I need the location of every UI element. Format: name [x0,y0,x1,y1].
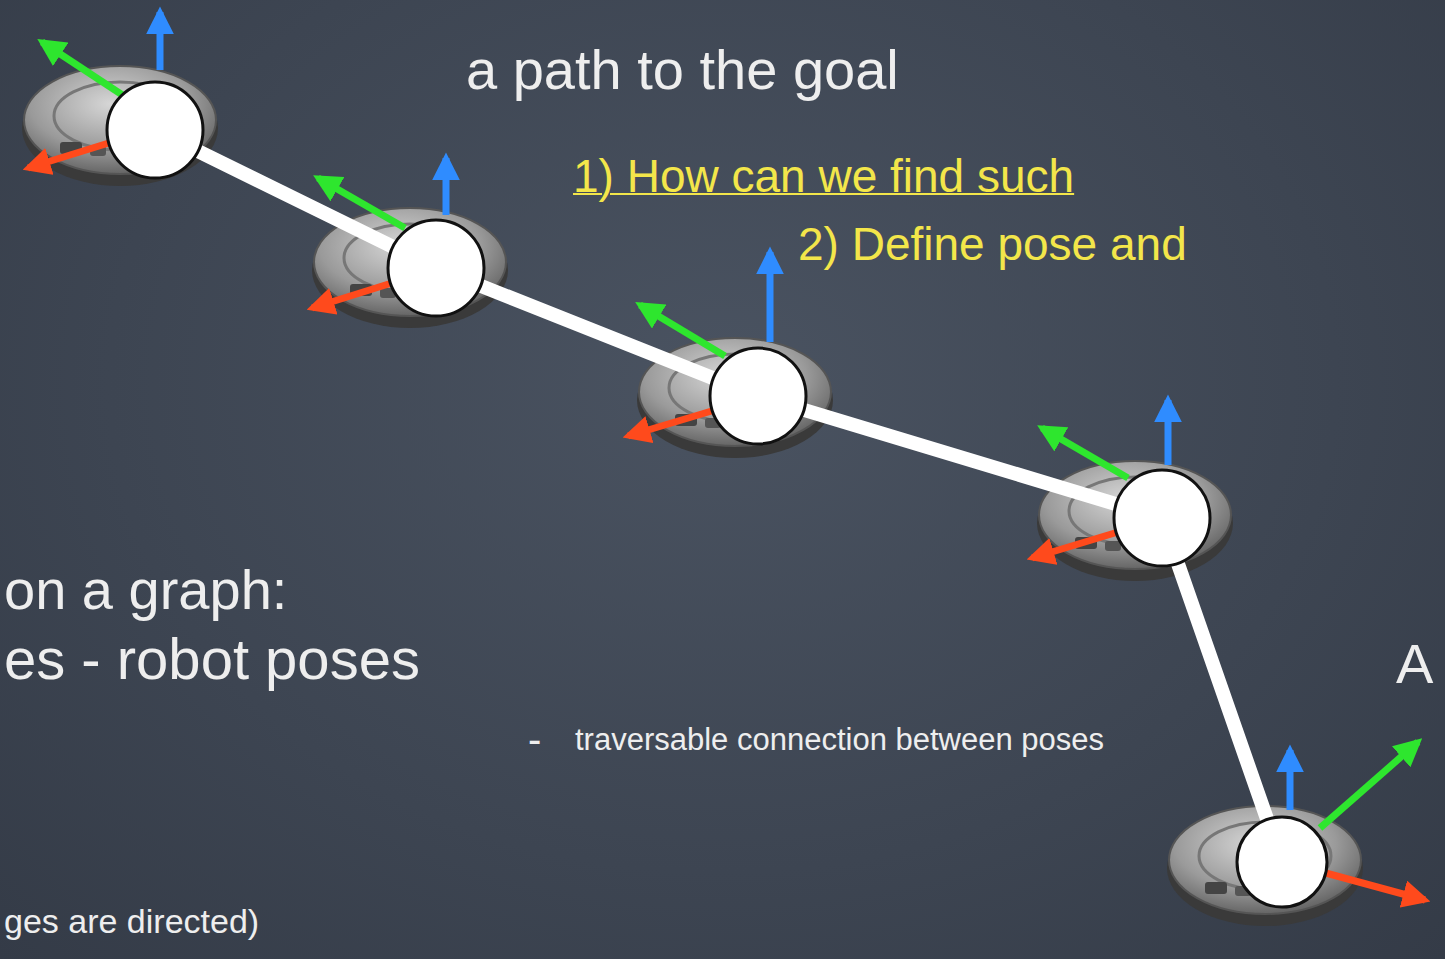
robot-icon [1167,806,1363,926]
slide-title: a path to the goal [466,38,899,102]
path-line [155,130,1282,862]
robot-icon [22,66,218,186]
question-text: 1) How can we find such [573,150,1074,203]
robot-icon [1037,461,1233,581]
body-text: es - robot poses [4,626,420,693]
pose-node [107,82,1327,907]
body-text: traversable connection between poses [575,722,1104,758]
body-text: A [1396,632,1433,696]
body-text: on a graph: [4,558,287,622]
body-text: ges are directed) [4,902,259,941]
question-text: 2) Define pose and [798,218,1187,271]
pose-axes [28,12,1425,900]
bullet-dash: - [528,716,541,762]
